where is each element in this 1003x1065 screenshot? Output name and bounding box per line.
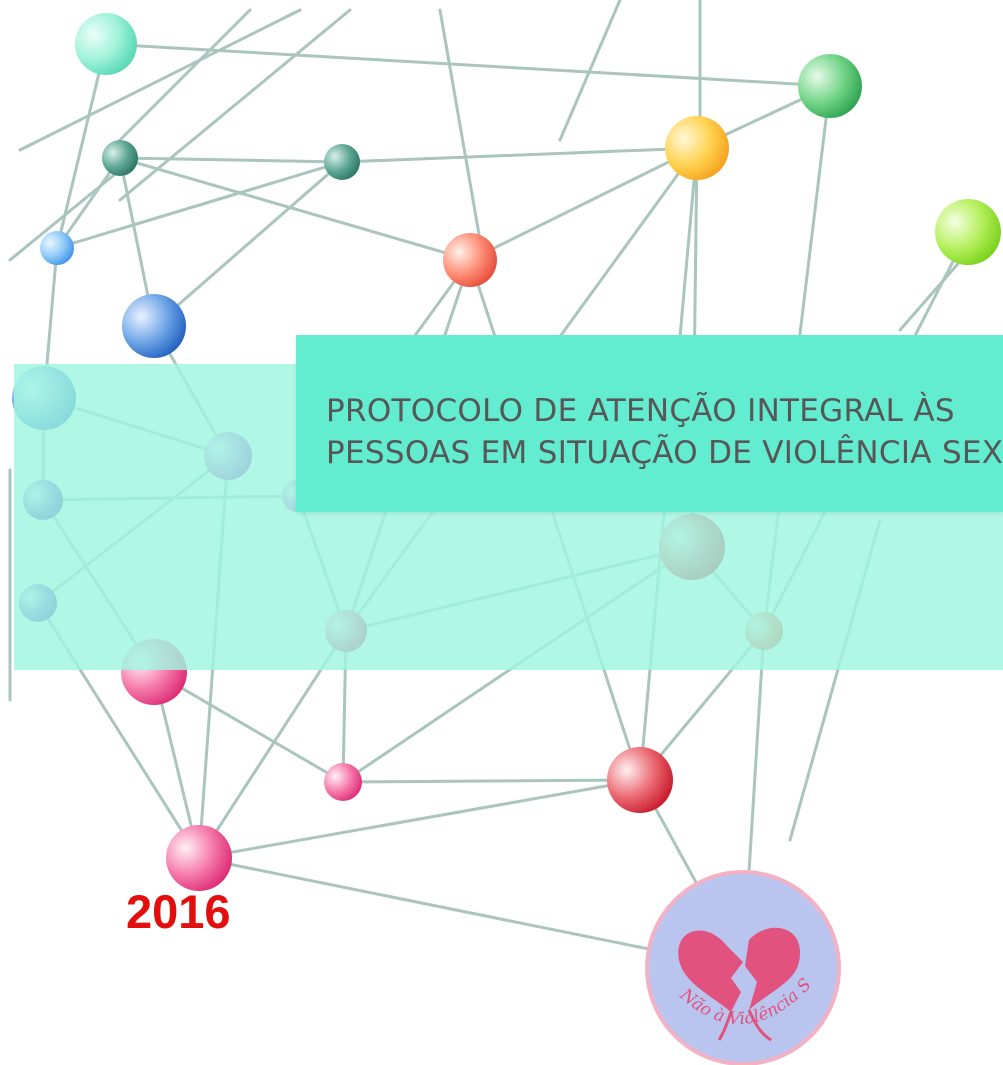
connection-line <box>558 0 622 142</box>
network-node <box>324 763 362 801</box>
network-node <box>665 116 729 180</box>
connection-line <box>197 778 642 860</box>
publication-year: 2016 <box>126 885 231 938</box>
campaign-logo: Não à Violência Sexual <box>644 859 841 1065</box>
title-box: PROTOCOLO DE ATENÇÃO INTEGRAL ÀS PESSOAS… <box>296 335 1003 512</box>
connection-line <box>341 778 642 784</box>
heart-bird-icon: Não à Violência Sexual <box>644 859 815 1042</box>
connection-line <box>118 156 344 164</box>
connection-line <box>104 42 832 88</box>
connection-line <box>438 8 482 242</box>
connection-line <box>18 8 302 152</box>
network-node <box>75 13 137 75</box>
connection-line <box>118 156 472 262</box>
connection-line <box>152 160 344 328</box>
logo-disc: Não à Violência Sexual <box>644 859 837 1062</box>
network-node <box>443 233 497 287</box>
connection-line <box>118 8 352 202</box>
network-node <box>102 140 138 176</box>
network-node <box>122 294 186 358</box>
connection-line <box>118 8 252 142</box>
network-node <box>166 825 232 891</box>
title-line-2: PESSOAS EM SITUAÇÃO DE VIOLÊNCIA SEXUAL <box>326 435 1003 471</box>
connection-line <box>152 670 345 784</box>
network-node <box>40 231 74 265</box>
title-line-1: PROTOCOLO DE ATENÇÃO INTEGRAL ÀS <box>326 393 955 429</box>
network-node <box>607 747 673 813</box>
network-node <box>324 144 360 180</box>
connection-line <box>340 146 699 164</box>
network-node <box>935 199 1001 265</box>
connection-line <box>468 146 699 262</box>
connection-line <box>55 156 122 250</box>
connection-line <box>55 160 344 250</box>
network-node <box>798 54 862 118</box>
connection-line <box>8 168 122 262</box>
